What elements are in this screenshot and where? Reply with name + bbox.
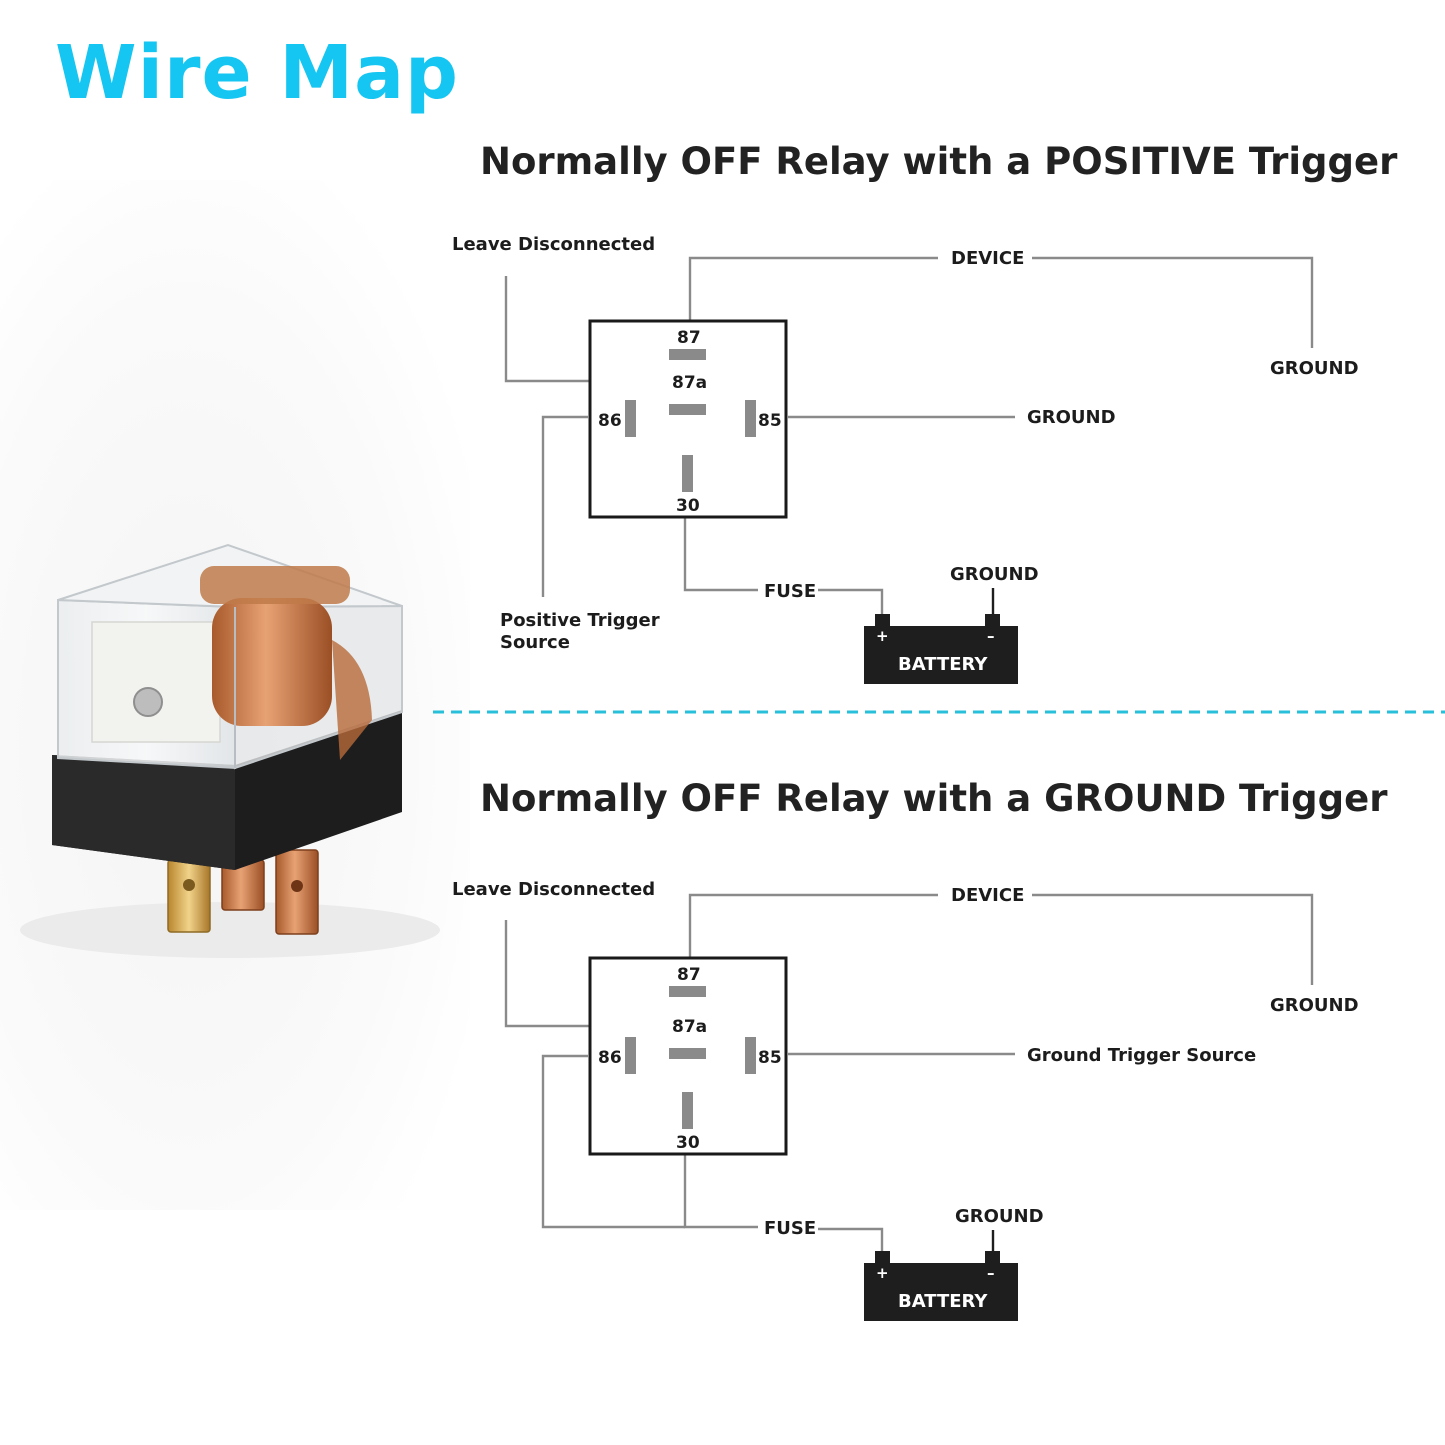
pin-30: [682, 455, 693, 492]
wire-86-to-30: [541, 1054, 685, 1229]
battery-terminal-positive: [875, 1251, 890, 1265]
pin-85: [745, 400, 756, 437]
pin-87a: [669, 404, 706, 415]
wire-87-device: [688, 893, 938, 957]
relay-photo: [20, 543, 440, 958]
relay-shadow: [20, 902, 440, 958]
battery-terminal-negative: [985, 1251, 1000, 1265]
battery-plus-sign: +: [876, 1264, 889, 1282]
relay-rivet: [133, 687, 163, 717]
diagram-2-title: Normally OFF Relay with a GROUND Trigger: [480, 777, 1388, 820]
battery-terminal-positive: [875, 614, 890, 628]
device-label: DEVICE: [951, 885, 1024, 906]
pin-87-label: 87: [677, 328, 701, 348]
positive-trigger-label-line2: Source: [500, 632, 570, 653]
relay-bobbin: [91, 621, 221, 743]
battery-terminal-negative: [985, 614, 1000, 628]
ground-trigger-source-label: Ground Trigger Source: [1027, 1045, 1256, 1066]
battery-plus-sign: +: [876, 627, 889, 645]
diagram-1-title: Normally OFF Relay with a POSITIVE Trigg…: [480, 140, 1398, 183]
wire-device-ground: [1032, 256, 1314, 348]
pin-86-label: 86: [598, 1048, 622, 1068]
device-label: DEVICE: [951, 248, 1024, 269]
pin-87: [669, 986, 706, 997]
terminal-hole: [183, 879, 195, 891]
pin-86: [625, 1037, 636, 1074]
device-ground-label: GROUND: [1270, 358, 1359, 379]
pin-30-label: 30: [676, 496, 700, 516]
battery-minus-sign: –: [987, 1264, 995, 1282]
pin-30: [682, 1092, 693, 1129]
pin-87a: [669, 1048, 706, 1059]
battery-label: BATTERY: [898, 1291, 988, 1312]
pin-85-label: 85: [758, 1048, 782, 1068]
pin-85-label: 85: [758, 411, 782, 431]
relay-coil: [212, 598, 332, 726]
battery-ground-label: GROUND: [950, 564, 1039, 585]
leave-disconnected-label: Leave Disconnected: [452, 879, 655, 900]
pin-87: [669, 349, 706, 360]
pin-86: [625, 400, 636, 437]
battery-ground-label: GROUND: [955, 1206, 1044, 1227]
relay-coil-top: [200, 566, 350, 604]
pin-85: [745, 1037, 756, 1074]
battery: [864, 1263, 1018, 1321]
diagram-2: Leave Disconnected DEVICE GROUND Ground …: [452, 879, 1359, 1321]
diagram-1: Leave Disconnected DEVICE GROUND GROUND …: [452, 234, 1359, 684]
fuse-label: FUSE: [764, 1218, 816, 1239]
device-ground-label: GROUND: [1270, 995, 1359, 1016]
pin-86-label: 86: [598, 411, 622, 431]
page-title: Wire Map: [55, 30, 459, 116]
pin85-ground-label: GROUND: [1027, 407, 1116, 428]
pin-87a-label: 87a: [672, 373, 707, 393]
wire-fuse-battery: [818, 588, 884, 615]
battery: [864, 626, 1018, 684]
positive-trigger-label-line1: Positive Trigger: [500, 610, 660, 631]
wire-device-ground: [1032, 893, 1314, 985]
terminal-hole: [291, 880, 303, 892]
battery-minus-sign: –: [987, 627, 995, 645]
relay-contact-spring: [332, 640, 372, 760]
fuse-label: FUSE: [764, 581, 816, 602]
wire-86-trigger: [541, 415, 588, 597]
wire-30-fuse: [683, 1155, 758, 1229]
battery-label: BATTERY: [898, 654, 988, 675]
pin-30-label: 30: [676, 1133, 700, 1153]
wire-fuse-battery: [818, 1227, 884, 1252]
pin-87-label: 87: [677, 965, 701, 985]
wire-87-device: [688, 256, 938, 320]
pin-87a-label: 87a: [672, 1017, 707, 1037]
leave-disconnected-label: Leave Disconnected: [452, 234, 655, 255]
relay-terminal-left: [167, 859, 211, 933]
wire-30-fuse: [683, 518, 758, 592]
